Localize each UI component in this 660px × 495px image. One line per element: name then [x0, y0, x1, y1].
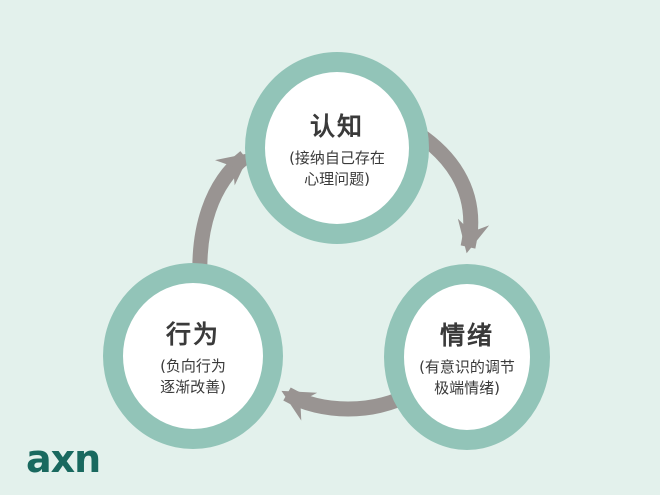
node-behavior-subtitle: (负向行为 逐渐改善) [160, 357, 226, 396]
node-emotion-subtitle: (有意识的调节 极端情绪) [419, 358, 515, 397]
node-cognition: 认知 (接纳自己存在 心理问题) [245, 52, 429, 244]
node-emotion-title: 情绪 [439, 321, 494, 351]
node-cognition-title: 认知 [309, 112, 364, 142]
node-behavior-title: 行为 [165, 320, 220, 350]
node-cognition-subtitle: (接纳自己存在 心理问题) [289, 149, 385, 188]
node-emotion: 情绪 (有意识的调节 极端情绪) [384, 264, 550, 450]
node-behavior: 行为 (负向行为 逐渐改善) [103, 263, 283, 449]
axn-logo: axn [26, 437, 101, 481]
